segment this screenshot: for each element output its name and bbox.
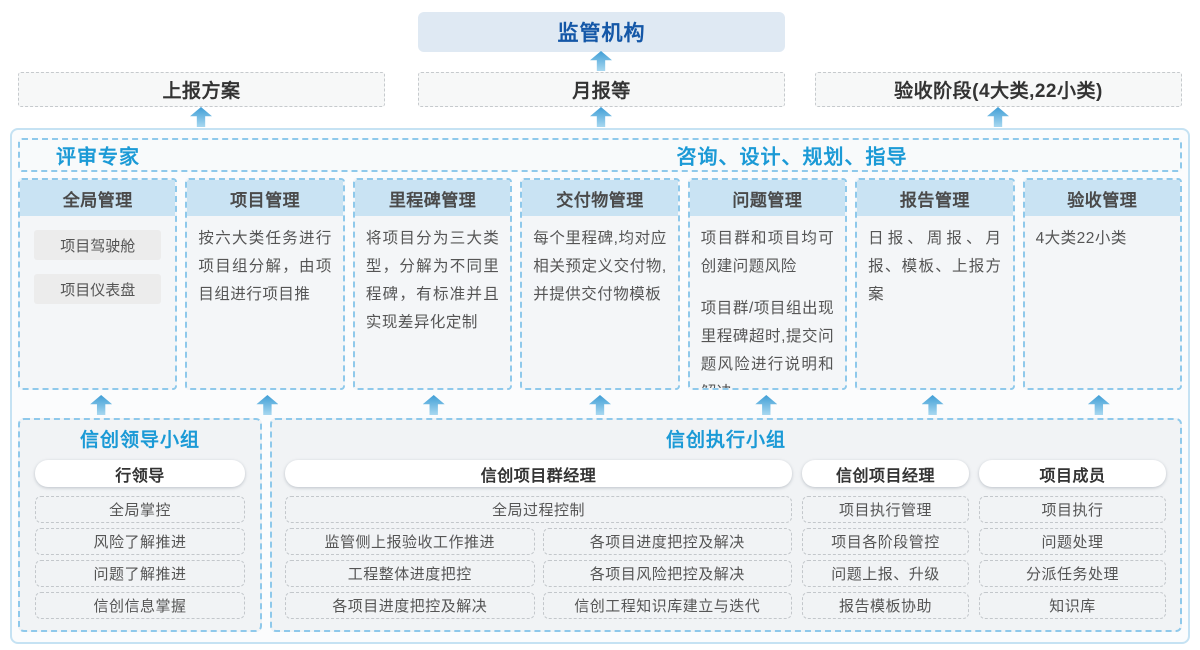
- channel-label: 验收阶段(4大类,22小类): [894, 81, 1103, 102]
- feature-pill: 项目仪表盘: [34, 274, 162, 304]
- up-arrow-icon: [590, 51, 612, 71]
- up-arrow-icon: [190, 107, 212, 127]
- exec-group-title: 信创执行小组: [665, 430, 786, 451]
- channel-monthly-report: 月报等: [418, 72, 785, 107]
- leader-group-content: 行领导 全局掌控 风险了解推进 问题了解推进 信创信息掌握: [20, 460, 260, 619]
- program-manager-duty-grid: 监管侧上报验收工作推进 各项目进度把控及解决 工程整体进度把控 各项目风险把控及…: [285, 528, 792, 619]
- module-title: 项目管理: [187, 180, 343, 216]
- module-issue-management: 问题管理 项目群和项目均可创建问题风险 项目群/项目组出现里程碑超时,提交问题风…: [687, 178, 848, 390]
- regulator-label: 监管机构: [557, 22, 646, 45]
- module-title: 验收管理: [1024, 180, 1180, 216]
- duty-item: 各项目进度把控及解决: [285, 592, 535, 619]
- up-arrow-icon: [987, 107, 1009, 127]
- module-description: 按六大类任务进行项目组分解，由项目组进行项目推: [198, 230, 332, 303]
- program-manager-column: 信创项目群经理 全局过程控制 监管侧上报验收工作推进 各项目进度把控及解决 工程…: [285, 460, 792, 619]
- duty-item: 工程整体进度把控: [285, 560, 535, 587]
- module-title: 全局管理: [20, 180, 176, 216]
- regulator-box: 监管机构: [418, 12, 785, 52]
- up-arrow-icon: [755, 395, 778, 415]
- up-arrow-icon: [590, 107, 612, 127]
- up-arrow-icon: [90, 395, 113, 415]
- module-description: 日报、周报、月报、模板、上报方案: [868, 230, 1002, 303]
- module-global-management: 全局管理 项目驾驶舱 项目仪表盘: [18, 178, 178, 390]
- module-description: 每个里程碑,均对应相关预定义交付物,并提供交付物模板: [533, 230, 667, 303]
- module-paragraph: 项目群/项目组出现里程碑超时,提交问题风险进行说明和解决: [700, 300, 835, 388]
- duty-item: 全局掌控: [35, 496, 245, 523]
- duty-item: 报告模板协助: [802, 592, 969, 619]
- duty-item: 各项目风险把控及解决: [542, 560, 792, 587]
- module-description: 4大类22小类: [1035, 230, 1127, 247]
- duty-item: 分派任务处理: [979, 560, 1166, 587]
- up-arrow-icon: [1087, 395, 1110, 415]
- module-columns: 全局管理 项目驾驶舱 项目仪表盘 项目管理 按六大类任务进行项目组分解，由项目组…: [18, 178, 1182, 390]
- duty-item: 知识库: [979, 592, 1166, 619]
- exec-group-content: 信创项目群经理 全局过程控制 监管侧上报验收工作推进 各项目进度把控及解决 工程…: [272, 460, 1180, 619]
- role-pill: 信创项目群经理: [285, 460, 792, 487]
- leader-group-title: 信创领导小组: [79, 430, 200, 451]
- channel-label: 月报等: [572, 81, 631, 102]
- experts-banner: 评审专家 咨询、设计、规划、指导: [18, 138, 1182, 172]
- leader-group-panel: 信创领导小组 行领导 全局掌控 风险了解推进 问题了解推进 信创信息掌握: [18, 418, 262, 632]
- project-member-duties: 项目执行 问题处理 分派任务处理 知识库: [979, 496, 1166, 619]
- duty-item: 各项目进度把控及解决: [542, 528, 792, 555]
- module-paragraph: 项目群和项目均可创建问题风险: [700, 230, 835, 275]
- feature-pill: 项目驾驶舱: [34, 230, 162, 260]
- channel-report-plan: 上报方案: [18, 72, 385, 107]
- module-report-management: 报告管理 日报、周报、月报、模板、上报方案: [855, 178, 1015, 390]
- duty-item: 问题处理: [979, 528, 1166, 555]
- up-arrow-icon: [588, 395, 611, 415]
- role-pill: 项目成员: [979, 460, 1166, 487]
- role-pill: 信创项目经理: [802, 460, 969, 487]
- project-member-column: 项目成员 项目执行 问题处理 分派任务处理 知识库: [979, 460, 1166, 619]
- review-experts-title: 评审专家: [56, 146, 140, 169]
- module-title: 里程碑管理: [354, 180, 511, 216]
- module-milestone-management: 里程碑管理 将项目分为三大类型，分解为不同里程碑，有标准并且实现差异化定制: [352, 178, 513, 390]
- exec-group-panel: 信创执行小组 信创项目群经理 全局过程控制 监管侧上报验收工作推进 各项目进度把…: [270, 418, 1182, 632]
- team-to-module-arrows: [18, 395, 1182, 415]
- up-arrow-icon: [256, 395, 279, 415]
- project-manager-duties: 项目执行管理 项目各阶段管控 问题上报、升级 报告模板协助: [802, 496, 969, 619]
- duty-item: 风险了解推进: [35, 528, 245, 555]
- channel-label: 上报方案: [162, 81, 241, 102]
- up-arrow-icon: [921, 395, 944, 415]
- module-acceptance-management: 验收管理 4大类22小类: [1022, 178, 1182, 390]
- module-title: 问题管理: [689, 180, 846, 216]
- module-description: 项目群和项目均可创建问题风险 项目群/项目组出现里程碑超时,提交问题风险进行说明…: [690, 216, 845, 388]
- duty-item: 信创信息掌握: [35, 592, 245, 619]
- duty-item: 项目执行管理: [802, 496, 969, 523]
- module-deliverable-management: 交付物管理 每个里程碑,均对应相关预定义交付物,并提供交付物模板: [520, 178, 680, 390]
- channel-acceptance-stage: 验收阶段(4大类,22小类): [815, 72, 1182, 107]
- module-description: 将项目分为三大类型，分解为不同里程碑，有标准并且实现差异化定制: [365, 230, 500, 331]
- consulting-title: 咨询、设计、规划、指导: [676, 146, 908, 169]
- module-project-management: 项目管理 按六大类任务进行项目组分解，由项目组进行项目推: [185, 178, 345, 390]
- duty-item: 全局过程控制: [285, 496, 792, 523]
- duty-item: 项目各阶段管控: [802, 528, 969, 555]
- duty-item: 问题上报、升级: [802, 560, 969, 587]
- module-title: 报告管理: [857, 180, 1013, 216]
- project-manager-column: 信创项目经理 项目执行管理 项目各阶段管控 问题上报、升级 报告模板协助: [802, 460, 969, 619]
- up-arrow-icon: [422, 395, 445, 415]
- program-manager-duties: 全局过程控制 监管侧上报验收工作推进 各项目进度把控及解决 工程整体进度把控 各…: [285, 496, 792, 619]
- duty-item: 问题了解推进: [35, 560, 245, 587]
- role-pill: 行领导: [35, 460, 245, 487]
- duty-item: 监管侧上报验收工作推进: [285, 528, 535, 555]
- module-title: 交付物管理: [522, 180, 678, 216]
- duty-item: 信创工程知识库建立与迭代: [542, 592, 792, 619]
- leader-duty-list: 全局掌控 风险了解推进 问题了解推进 信创信息掌握: [35, 496, 245, 619]
- duty-item: 项目执行: [979, 496, 1166, 523]
